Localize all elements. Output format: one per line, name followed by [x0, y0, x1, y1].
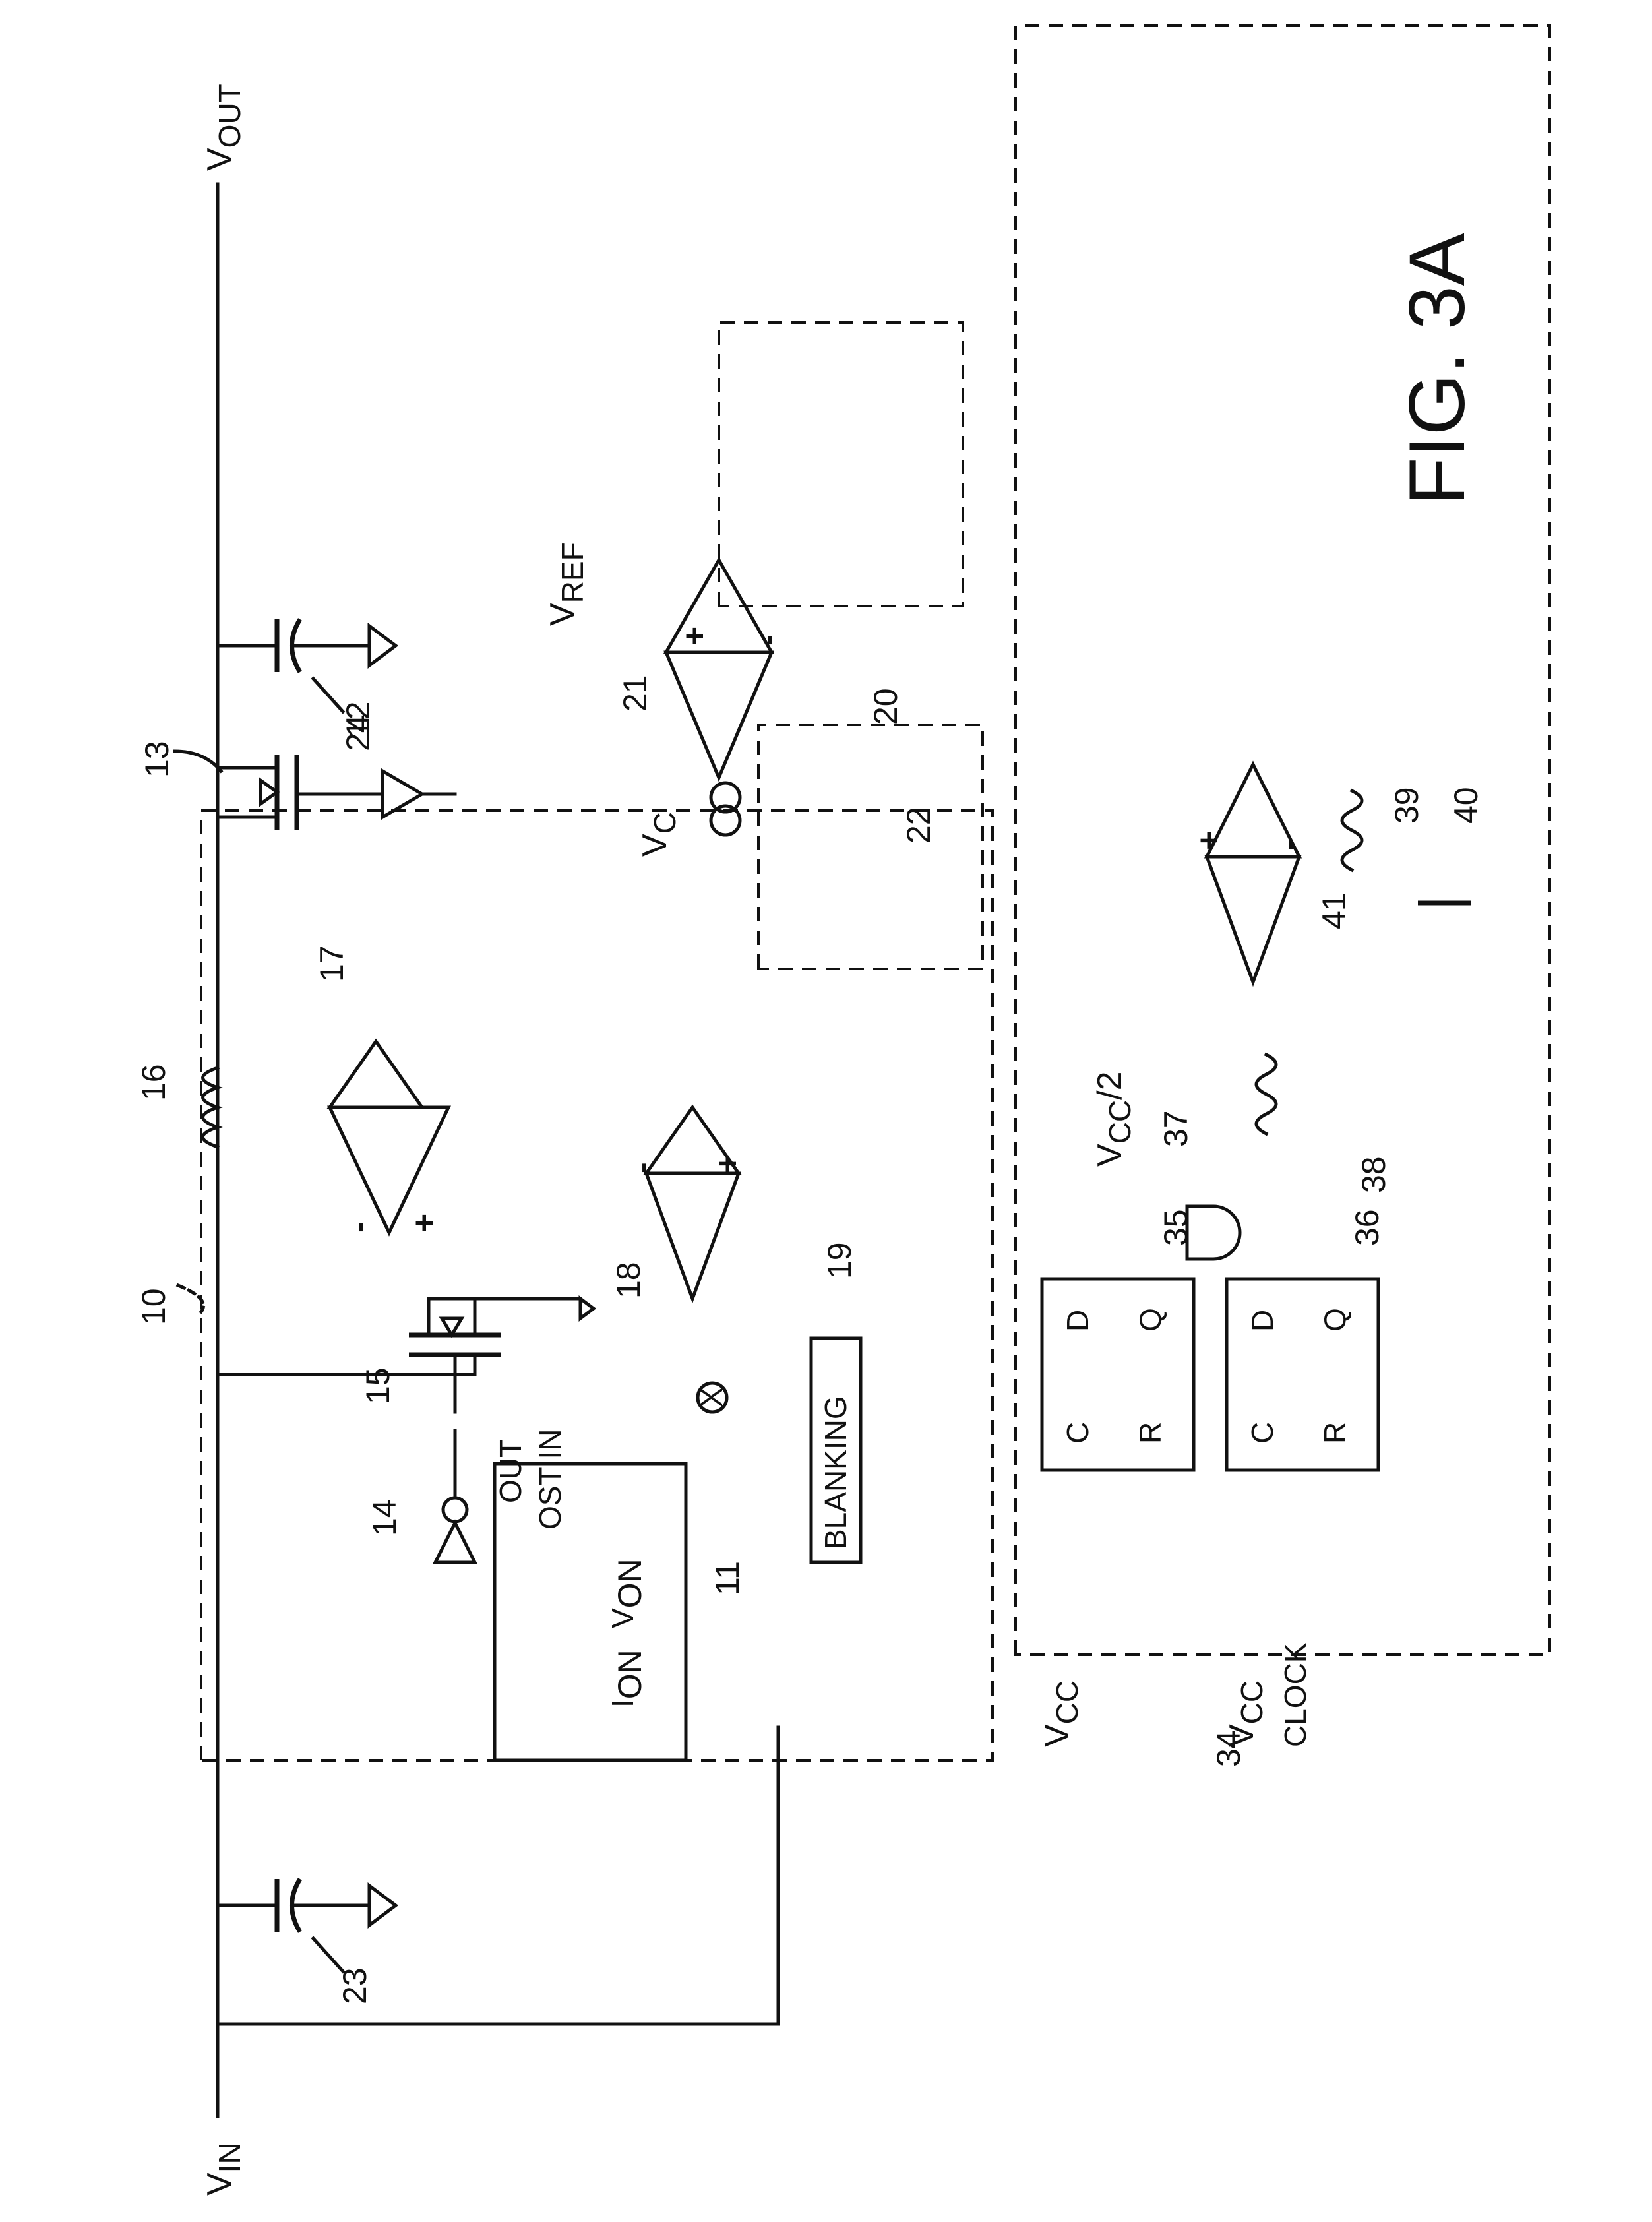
- flip-flop-35: D C Q R 35: [1042, 1209, 1194, 1470]
- ff35-c: C: [1060, 1422, 1095, 1444]
- amp41-minus: -: [1270, 839, 1306, 850]
- vcc1-label: VCC: [1038, 1681, 1084, 1747]
- ref-21: 21: [617, 675, 654, 712]
- ref-37: 37: [1157, 1110, 1194, 1147]
- ref-10: 10: [135, 1288, 172, 1325]
- ref-11: 11: [709, 1561, 746, 1595]
- amp21-plus: +: [676, 627, 713, 646]
- ref-23: 23: [336, 1967, 373, 2004]
- ref-18: 18: [610, 1262, 647, 1299]
- vcc2-label: VCC: [1223, 1681, 1269, 1747]
- comp18-plus: +: [709, 1154, 746, 1173]
- comp18-minus: -: [623, 1162, 660, 1173]
- vout-label: VOUT: [200, 84, 247, 171]
- figure-title: FIG. 3A: [1393, 233, 1481, 505]
- amp21-minus: -: [749, 634, 785, 646]
- ff35-r: R: [1133, 1422, 1167, 1444]
- comparator-18: + - 18: [610, 1107, 746, 1299]
- ref-41: 41: [1316, 892, 1353, 929]
- vcc-half-label: VCC/2: [1091, 1071, 1137, 1167]
- input-capacitor-23: 23: [218, 1879, 396, 2004]
- ref-20: 20: [867, 688, 904, 725]
- ref-39: 39: [1388, 787, 1425, 824]
- ff36-c: C: [1245, 1422, 1279, 1444]
- ref-35: 35: [1157, 1209, 1194, 1246]
- multiplier-node: X: [694, 1383, 729, 1412]
- one-shot-11: OUT OST IN VON ION 11: [493, 1429, 746, 1760]
- flip-flop-36: D C Q R 36: [1227, 1209, 1386, 1470]
- comparator-17: + - 17: [313, 945, 448, 1233]
- comp17-minus: -: [340, 1221, 377, 1233]
- ref-36: 36: [1349, 1209, 1386, 1246]
- ref-13: 13: [138, 741, 175, 778]
- ref-22: 22: [900, 807, 937, 844]
- ref-15: 15: [359, 1367, 396, 1404]
- compensation-box-22: [758, 725, 983, 969]
- ff35-d: D: [1060, 1310, 1095, 1332]
- ref-38: 38: [1355, 1156, 1392, 1193]
- resistor-38: [1256, 1055, 1276, 1134]
- ref-14: 14: [366, 1499, 403, 1536]
- oneshot-out-label: OUT: [493, 1439, 528, 1503]
- ref-19: 19: [821, 1242, 858, 1279]
- oneshot-ion-label: ION: [605, 1650, 648, 1708]
- resistor-39: [1342, 791, 1362, 870]
- amp-41: + - 41: [1190, 764, 1353, 982]
- mosfet-15: 15: [218, 1299, 594, 1412]
- schematic-rotated-group: VIN VOUT 23 24 13 12: [135, 26, 1550, 2196]
- amp41-plus: +: [1190, 831, 1227, 850]
- vc-label: VC: [636, 812, 682, 857]
- ff35-q: Q: [1133, 1308, 1167, 1332]
- multiplier-symbol: X: [694, 1387, 729, 1407]
- ref-12: 12: [340, 701, 377, 738]
- vref-label: VREF: [543, 542, 590, 626]
- ref-17: 17: [313, 945, 350, 982]
- ff36-d: D: [1245, 1310, 1279, 1332]
- blanking-label: BLANKING: [818, 1396, 853, 1549]
- vin-label: VIN: [200, 2142, 247, 2196]
- divider-box-20: [719, 323, 963, 606]
- ref-40: 40: [1448, 787, 1484, 824]
- clock-label: CLOCK: [1278, 1642, 1312, 1747]
- ref-16: 16: [135, 1064, 172, 1101]
- comp17-plus: +: [406, 1214, 443, 1233]
- ff36-q: Q: [1318, 1308, 1352, 1332]
- inductor-16: 16: [135, 1064, 218, 1147]
- blanking-block-19: BLANKING 19: [811, 1242, 861, 1562]
- oneshot-ostin-label: OST IN: [533, 1429, 567, 1529]
- ff36-r: R: [1318, 1422, 1352, 1444]
- error-amp-21: + - 21: [617, 560, 785, 835]
- inverter-14: 14: [366, 1431, 475, 1562]
- driver-12: 12: [297, 701, 455, 817]
